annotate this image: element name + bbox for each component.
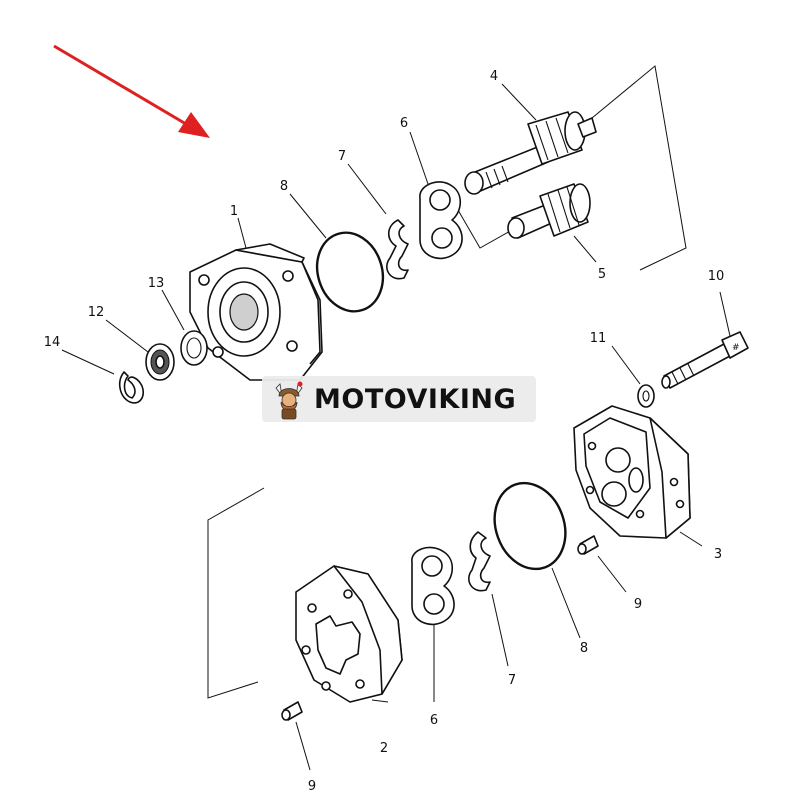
backup-ring-upper xyxy=(386,219,409,280)
thrust-plate-upper xyxy=(419,181,463,260)
callout-8-upper: 8 xyxy=(280,179,288,194)
driven-gear xyxy=(507,183,591,239)
bolt: # xyxy=(661,331,749,389)
callout-4: 4 xyxy=(490,69,498,84)
red-arrow-icon xyxy=(53,44,210,138)
callout-9-left: 9 xyxy=(308,779,316,794)
callout-10: 10 xyxy=(708,269,725,284)
callout-9-right: 9 xyxy=(634,597,642,612)
seal-ring-lower xyxy=(493,481,567,571)
svg-text:#: # xyxy=(732,343,740,353)
callout-3: 3 xyxy=(714,547,722,562)
callout-6-lower: 6 xyxy=(430,713,438,728)
drive-gear-shaft xyxy=(464,111,597,195)
callout-13: 13 xyxy=(148,276,165,291)
bolt-washer xyxy=(637,384,655,408)
bearing xyxy=(145,343,175,381)
gear-case-body xyxy=(295,565,403,703)
dowel-pin-left xyxy=(281,701,303,721)
front-housing xyxy=(189,243,323,381)
callout-11: 11 xyxy=(590,331,607,346)
rear-cover xyxy=(573,405,691,539)
callout-2: 2 xyxy=(380,741,388,756)
washer xyxy=(180,330,208,366)
callout-14: 14 xyxy=(44,335,61,350)
callout-1: 1 xyxy=(230,204,238,219)
thrust-plate-lower xyxy=(411,546,455,626)
callout-7-lower: 7 xyxy=(508,673,516,688)
viking-logo-icon xyxy=(275,381,303,420)
callout-labels: 1 2 3 4 5 6 6 7 7 8 8 9 9 10 11 12 13 14 xyxy=(44,69,725,794)
upper-bracket-lines xyxy=(457,65,687,271)
dowel-pin-right xyxy=(577,535,599,555)
callout-5: 5 xyxy=(598,267,606,282)
backup-ring-lower xyxy=(468,531,491,592)
leader-lines xyxy=(61,83,731,771)
snap-ring xyxy=(118,371,145,404)
watermark-text: MOTOVIKING xyxy=(314,383,517,415)
callout-12: 12 xyxy=(88,305,105,320)
callout-7-upper: 7 xyxy=(338,149,346,164)
watermark-banner: MOTOVIKING xyxy=(262,376,536,422)
seal-ring-upper xyxy=(315,231,385,313)
callout-8-lower: 8 xyxy=(580,641,588,656)
callout-6-upper: 6 xyxy=(400,116,408,131)
lower-bracket-lines xyxy=(207,487,265,699)
